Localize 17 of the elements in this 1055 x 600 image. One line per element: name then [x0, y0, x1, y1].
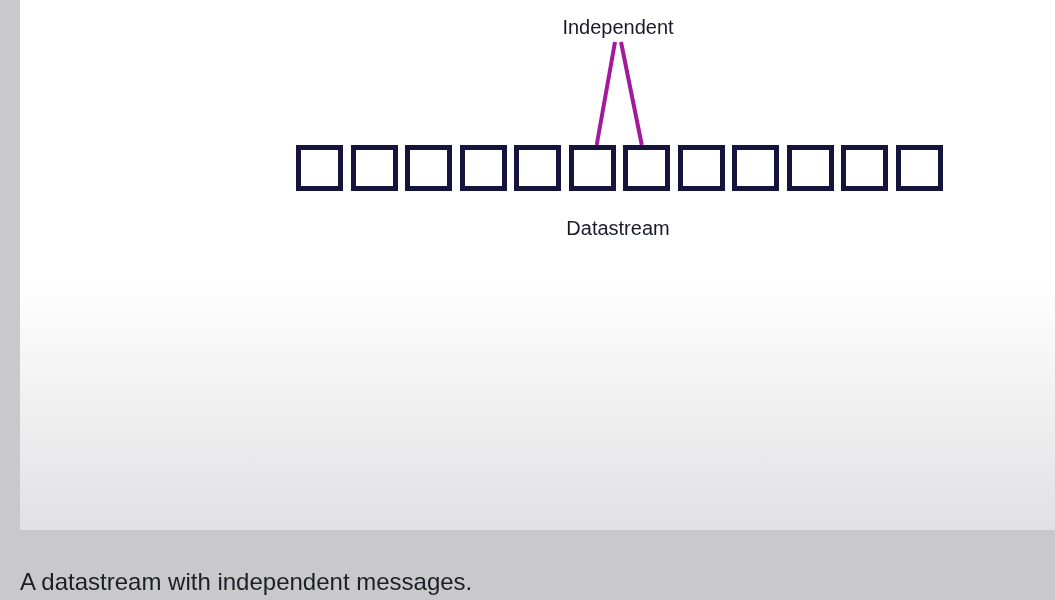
message-box — [459, 145, 507, 191]
connector-line — [619, 41, 644, 146]
message-box — [568, 145, 616, 191]
message-box — [405, 145, 452, 191]
message-box — [732, 145, 779, 191]
message-box — [623, 145, 670, 191]
message-box — [350, 145, 398, 191]
message-box — [841, 145, 888, 191]
text-label: Datastream — [565, 216, 671, 241]
message-box — [895, 145, 943, 191]
text-label: Independent — [538, 14, 698, 40]
connector-line — [594, 41, 617, 146]
message-box — [514, 145, 561, 191]
message-box — [677, 145, 725, 191]
message-box — [296, 145, 343, 191]
message-box — [786, 145, 834, 191]
caption: A datastream with independent messages. — [20, 567, 473, 597]
